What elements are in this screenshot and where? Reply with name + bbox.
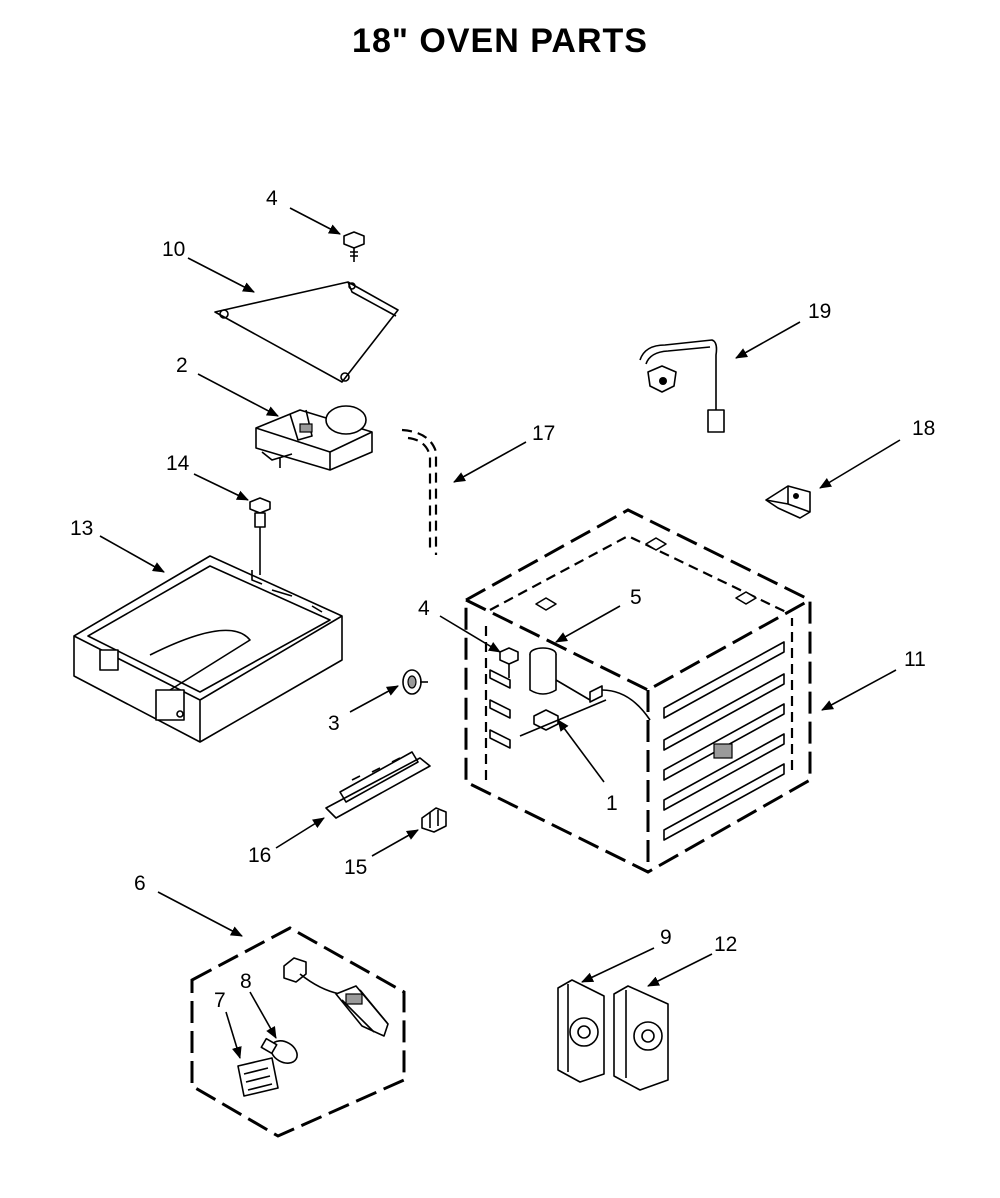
part-9-hinge (557, 979, 605, 1083)
part-4-screw-cavity (499, 647, 519, 678)
leader-lines (99, 207, 901, 1059)
part-18-bracket (765, 485, 811, 519)
callout-1: 1 (606, 792, 618, 815)
leader-10 (187, 257, 255, 293)
leader-1 (557, 719, 605, 783)
part-12-hinge (613, 985, 669, 1091)
part-2-valve-assembly (255, 405, 373, 471)
part-13-burner-box (73, 555, 343, 743)
leader-18 (819, 439, 901, 489)
leader-11 (821, 669, 897, 711)
callout-11: 11 (904, 648, 926, 671)
leader-15 (371, 829, 419, 857)
leader-9 (581, 947, 655, 983)
leader-4b (439, 615, 501, 653)
part-19-gas-tube (639, 339, 725, 433)
callout-3: 3 (328, 712, 340, 735)
part-5-burner-tube (529, 647, 651, 721)
callout-15: 15 (344, 856, 367, 879)
part-6-light-socket (283, 957, 389, 1037)
callout-labels: 4 10 19 2 17 18 14 13 5 4 11 3 1 16 15 6… (70, 187, 935, 1012)
leader-2 (197, 373, 279, 417)
part-4-screw-top (343, 231, 365, 262)
leader-19 (735, 321, 801, 359)
part-6-light-kit (190, 926, 406, 1138)
callout-19: 19 (808, 300, 831, 323)
callout-14: 14 (166, 452, 190, 475)
callout-16: 16 (248, 844, 271, 867)
leader-13 (99, 535, 165, 573)
leader-7 (225, 1011, 242, 1059)
leader-6 (157, 891, 243, 937)
part-3-spacer (402, 669, 428, 695)
part-15-clip (421, 807, 447, 833)
leader-16 (275, 817, 325, 849)
callout-5: 5 (630, 586, 642, 609)
callout-18: 18 (912, 417, 935, 440)
leader-4a (289, 207, 341, 235)
callout-6: 6 (134, 872, 146, 895)
part-14-screw (249, 497, 271, 575)
callout-12: 12 (714, 933, 737, 956)
callout-8: 8 (240, 970, 252, 993)
callout-2: 2 (176, 354, 188, 377)
leader-5 (555, 605, 621, 643)
callout-4-top: 4 (266, 187, 278, 210)
part-1-sensor (519, 699, 607, 737)
part-8-bulb (260, 1037, 298, 1064)
diagram-title: 18" OVEN PARTS (352, 22, 648, 60)
callout-4-cavity: 4 (418, 597, 430, 620)
callout-13: 13 (70, 517, 93, 540)
part-11-oven-cavity (464, 508, 812, 874)
part-16-igniter (325, 751, 431, 819)
leader-8 (249, 991, 277, 1039)
leader-3 (349, 685, 399, 713)
callout-9: 9 (660, 926, 672, 949)
leader-17 (453, 441, 527, 483)
part-10-cover-plate (214, 281, 399, 383)
callout-10: 10 (162, 238, 185, 261)
callout-7: 7 (214, 989, 226, 1012)
part-7-lens (237, 1057, 279, 1097)
part-17-tube (401, 428, 438, 555)
callout-17: 17 (532, 422, 555, 445)
leader-12 (647, 953, 713, 987)
leader-14 (193, 473, 249, 501)
